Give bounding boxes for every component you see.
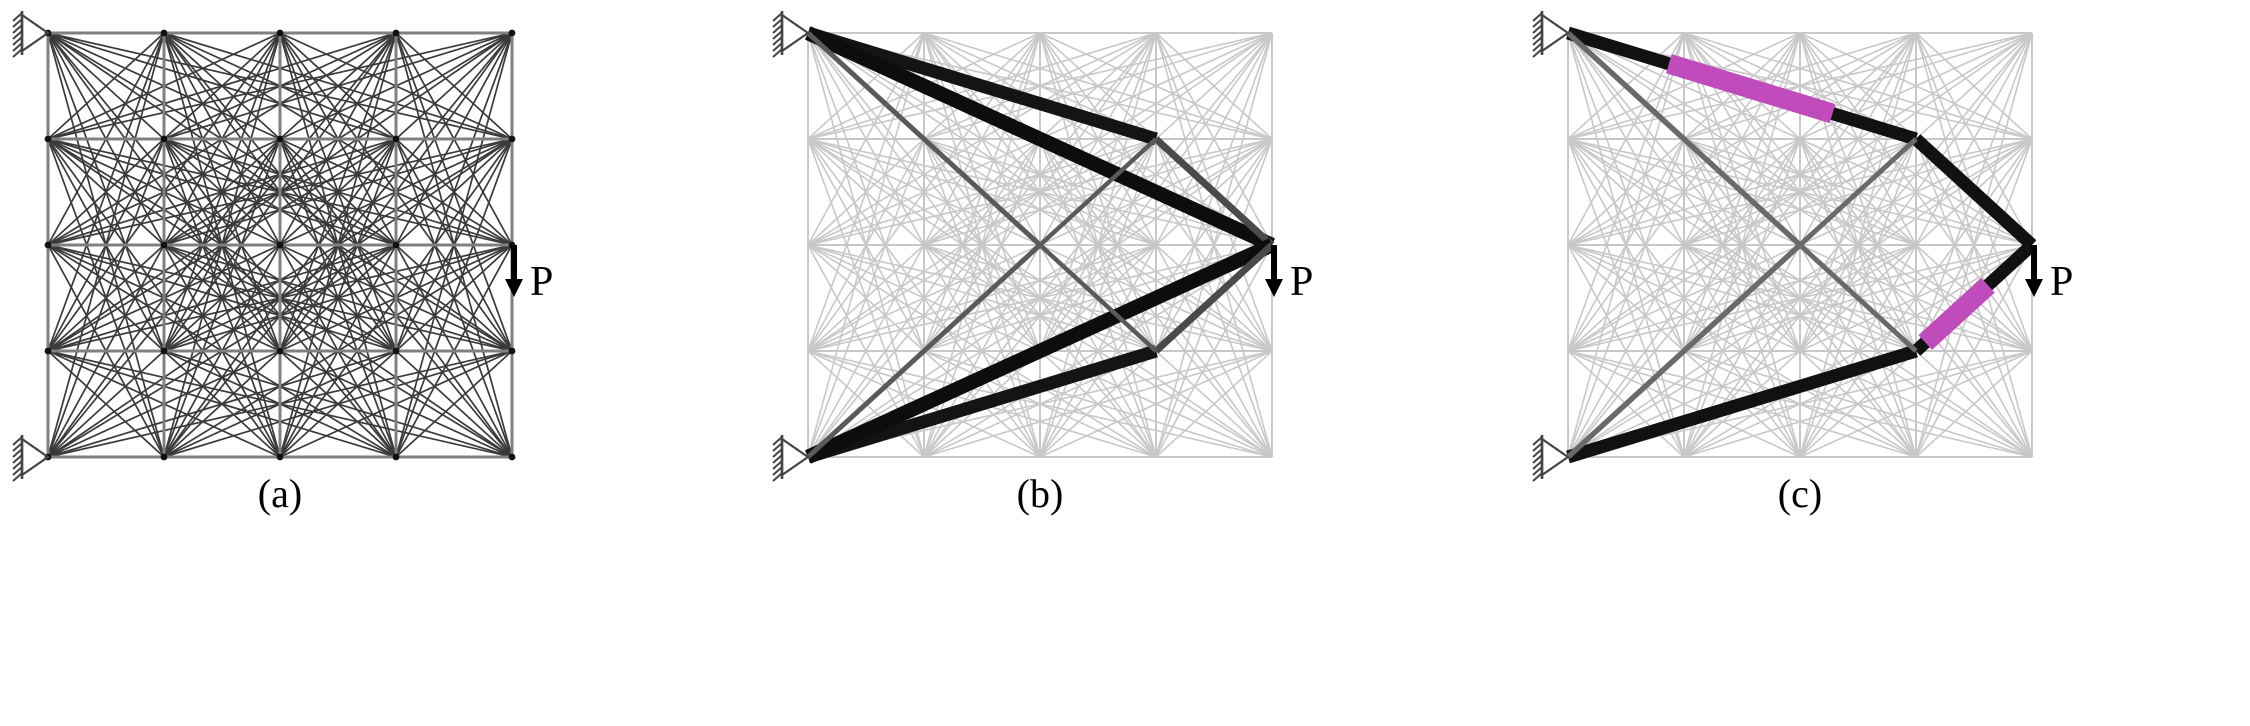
optimized-member bbox=[1566, 242, 1802, 460]
optimized-member bbox=[1798, 243, 1918, 353]
highlighted-members bbox=[1666, 54, 1995, 350]
load-arrow: P bbox=[505, 245, 553, 305]
pin-support-icon bbox=[1532, 11, 1570, 58]
load-label: P bbox=[1290, 259, 1313, 305]
optimized-member bbox=[806, 31, 1042, 247]
load-label: P bbox=[2050, 259, 2073, 305]
highlight-patch bbox=[1918, 277, 1995, 350]
optimized-member bbox=[1566, 30, 1802, 248]
optimized-member bbox=[1798, 137, 1918, 247]
caption-a: (a) bbox=[257, 471, 303, 516]
caption-c: (c) bbox=[1777, 471, 1823, 516]
optimized-topology-b bbox=[804, 26, 1276, 464]
optimized-member bbox=[1038, 243, 1158, 353]
load-arrow: P bbox=[2025, 245, 2073, 305]
optimized-member bbox=[804, 238, 1276, 464]
pin-support-icon bbox=[1532, 435, 1570, 482]
optimized-member bbox=[1153, 136, 1275, 248]
load-label: P bbox=[530, 259, 553, 305]
optimized-member bbox=[1566, 344, 1918, 464]
pin-support-icon bbox=[12, 435, 50, 482]
pin-support-icon bbox=[12, 11, 50, 58]
optimized-member bbox=[804, 26, 1276, 252]
optimized-member bbox=[806, 243, 1042, 459]
highlight-patch bbox=[1666, 54, 1836, 124]
optimized-member bbox=[1038, 137, 1158, 247]
optimized-member bbox=[806, 344, 1158, 464]
load-arrow: P bbox=[1265, 245, 1313, 305]
optimized-member bbox=[1911, 134, 2037, 250]
optimized-member bbox=[806, 26, 1158, 146]
pin-support-icon bbox=[772, 11, 810, 58]
pin-support-icon bbox=[772, 435, 810, 482]
optimized-member bbox=[1153, 242, 1275, 354]
caption-b: (b) bbox=[1016, 471, 1064, 516]
